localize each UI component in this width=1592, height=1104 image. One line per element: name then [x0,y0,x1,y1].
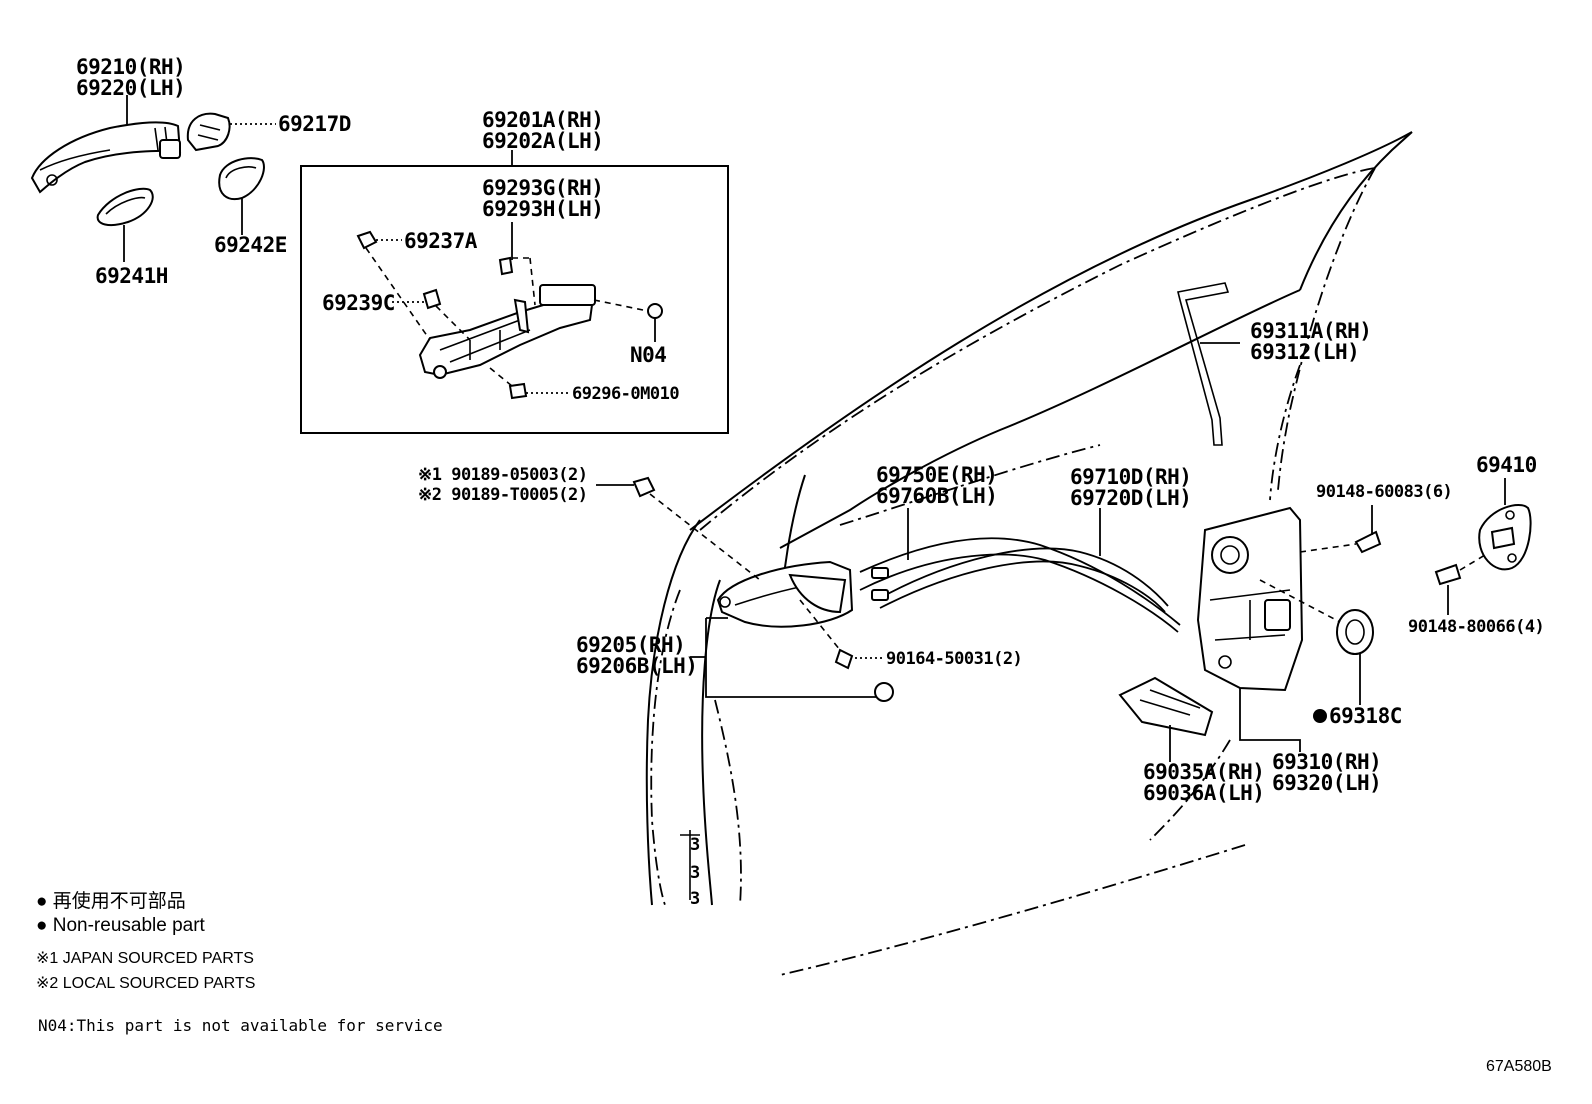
label-69220-lh: 69220(LH) [76,76,185,100]
inside-door-handle [716,560,854,628]
diagram-id: 67A580B [1486,1058,1552,1075]
cap-90164 [874,682,894,702]
door-outline: 3 3 3 [645,131,1413,976]
label-90189-T0005: ※2 90189-T0005(2) [418,485,588,505]
label-69310-rh: 69310(RH) [1272,750,1381,774]
leader-69310 [1239,688,1301,752]
dash-N04 [593,299,649,312]
label-69217D: 69217D [278,112,351,136]
dash-90148-80066 [1459,554,1486,571]
label-69237A: 69237A [404,229,478,253]
dash-90148-60083 [1299,543,1357,553]
lock-protector [1118,676,1214,737]
label-69241H: 69241H [95,264,168,288]
legend-nonreusable-en: ● Non-reusable part [36,915,206,936]
clip-69239C [422,288,442,310]
seal-69318C [1336,609,1374,655]
label-69201A-rh: 69201A(RH) [482,108,603,132]
frame-assy-box [300,165,729,434]
screw-90148-60083 [1354,530,1382,554]
screw-90148-80066 [1434,563,1462,586]
label-69036A-lh: 69036A(LH) [1143,781,1264,805]
label-69296: 69296-0M010 [572,384,679,404]
legend-n04-note: N04:This part is not available for servi… [38,1016,443,1035]
dash-69237A [365,247,431,341]
label-69410: 69410 [1476,453,1537,477]
svg-text:3: 3 [690,889,700,909]
label-69206B-lh: 69206B(LH) [576,654,697,678]
outer-door-handle [30,121,182,194]
clip-69237A [356,230,378,250]
label-69202A-lh: 69202A(LH) [482,129,603,153]
label-69293H-lh: 69293H(LH) [482,197,603,221]
label-90164: 90164-50031(2) [886,649,1022,669]
label-90148-80066: 90148-80066(4) [1408,617,1544,637]
label-N04: N04 [630,343,666,367]
svg-text:3: 3 [690,863,700,883]
nonreusable-dot-icon [1313,709,1327,723]
label-69710D-rh: 69710D(RH) [1070,465,1191,489]
svg-text:3: 3 [690,835,700,855]
label-69318C: 69318C [1329,704,1402,728]
label-69760B-lh: 69760B(LH) [876,484,997,508]
label-69320-lh: 69320(LH) [1272,771,1381,795]
dash-69296 [489,367,513,387]
dash-69318C [1259,579,1341,623]
label-69311A-rh: 69311A(RH) [1250,319,1371,343]
label-69210-rh: 69210(RH) [76,55,185,79]
door-lock-assembly [1196,506,1304,692]
legend-note-japan: ※1 JAPAN SOURCED PARTS [36,950,254,967]
label-69239C: 69239C [322,291,395,315]
frame-sub-assembly [418,256,596,379]
dash-69239C [435,305,471,341]
label-69035A-rh: 69035A(RH) [1143,760,1264,784]
control-cables [859,537,1181,633]
screw-69296 [508,382,528,400]
leader-69205-box [705,618,880,698]
lock-rod [1177,282,1230,446]
label-69205-rh: 69205(RH) [576,633,685,657]
callout-labels: 69210(RH) 69220(LH) 69217D 69242E 69241H… [76,55,1545,805]
dash-69293b [529,257,536,306]
door-striker [1478,504,1532,571]
legend-nonreusable-jp: ● 再使用不可部品 [36,890,186,912]
screw-90164 [834,648,854,670]
label-90148-60083: 90148-60083(6) [1316,482,1452,502]
label-69720D-lh: 69720D(LH) [1070,486,1191,510]
legend: ● 再使用不可部品 ● Non-reusable part ※1 JAPAN S… [36,890,443,1035]
handle-pad-69242E [218,157,265,200]
bolt-N04 [647,303,663,319]
label-69312-lh: 69312(LH) [1250,340,1359,364]
label-90189-05003: ※1 90189-05003(2) [418,465,588,485]
clip-90189 [632,476,656,498]
dash-90189 [649,493,761,581]
label-69750E-rh: 69750E(RH) [876,463,997,487]
legend-note-local: ※2 LOCAL SOURCED PARTS [36,975,255,992]
handle-pad-69241H [96,187,154,227]
label-69293G-rh: 69293G(RH) [482,176,603,200]
handle-cover [186,112,231,152]
label-69242E: 69242E [214,233,287,257]
